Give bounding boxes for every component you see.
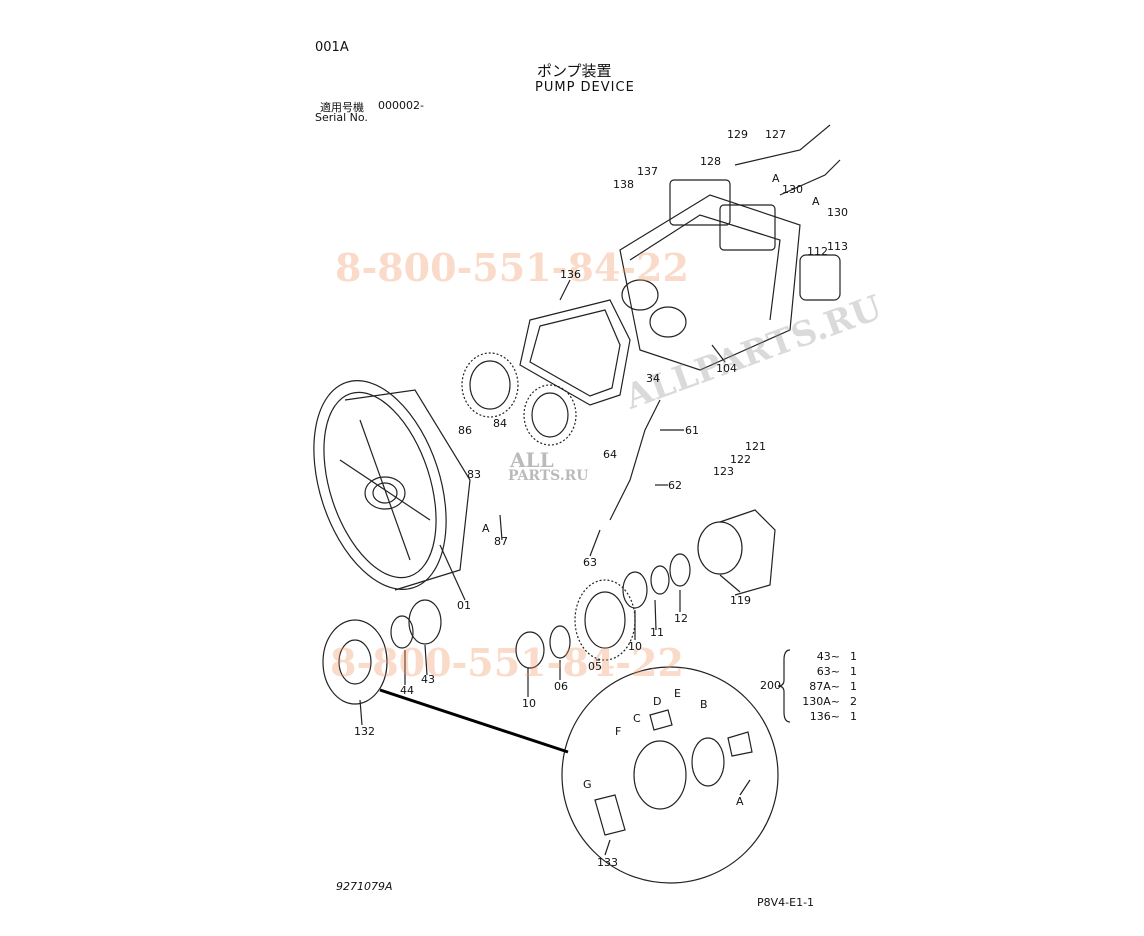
callout-138: 138 xyxy=(613,178,634,191)
callout-E: E xyxy=(674,687,681,700)
callout-C: C xyxy=(633,712,641,725)
drawing-number: 9271079A xyxy=(336,880,393,893)
callout-63: 63 xyxy=(583,556,597,569)
callout-A-1: A xyxy=(772,172,780,185)
callout-10-a: 10 xyxy=(522,697,536,710)
callout-61: 61 xyxy=(685,424,699,437)
gear-part-05 xyxy=(574,579,636,661)
kit-parent-number: 200 xyxy=(760,679,781,692)
callout-113: 113 xyxy=(827,240,848,253)
callout-06: 06 xyxy=(554,680,568,693)
callout-D: D xyxy=(653,695,662,708)
gear-part-84 xyxy=(461,352,577,446)
callout-136: 136 xyxy=(560,268,581,281)
regulator-part-128 xyxy=(669,124,841,251)
callout-B: B xyxy=(700,698,708,711)
callout-104: 104 xyxy=(716,362,737,375)
callout-62: 62 xyxy=(668,479,682,492)
callout-F: F xyxy=(615,725,622,738)
kit-item-part: 136~ xyxy=(809,710,840,723)
coupling-detail-parts xyxy=(594,709,753,836)
callout-A-3: A xyxy=(482,522,490,535)
kit-item-qty: 1 xyxy=(850,680,857,693)
kit-item-qty: 1 xyxy=(850,650,857,663)
snapring-part-11 xyxy=(650,565,670,595)
coupling-part-132 xyxy=(322,619,388,705)
callout-01: 01 xyxy=(457,599,471,612)
callout-127: 127 xyxy=(765,128,786,141)
callout-119: 119 xyxy=(730,594,751,607)
page-title-jp: ポンプ装置 xyxy=(537,62,612,80)
detail-link-line xyxy=(379,688,569,754)
callout-132: 132 xyxy=(354,725,375,738)
kit-item-part: 43~ xyxy=(816,650,840,663)
pipe-part-61 xyxy=(609,399,661,521)
callout-12: 12 xyxy=(674,612,688,625)
serial-from: 000002- xyxy=(378,99,424,112)
callout-137: 137 xyxy=(637,165,658,178)
housing-part-01 xyxy=(313,380,471,591)
snapring-part-44 xyxy=(390,615,414,649)
page-reference: P8V4-E1-1 xyxy=(757,896,815,909)
callout-112: 112 xyxy=(807,245,828,258)
detail-circle xyxy=(561,666,779,884)
callout-G: G xyxy=(583,778,592,791)
kit-item-part: 130A~ xyxy=(802,695,840,708)
kit-item-qty: 1 xyxy=(850,665,857,678)
callout-121: 121 xyxy=(745,440,766,453)
callout-11: 11 xyxy=(650,626,664,639)
callout-43: 43 xyxy=(421,673,435,686)
callout-10-b: 10 xyxy=(628,640,642,653)
serial-label: Serial No. xyxy=(315,111,368,124)
snapring-part-12 xyxy=(669,553,691,587)
bearing-part-10b xyxy=(622,571,648,609)
gasket-part-136 xyxy=(519,299,631,406)
gear-pump-part-119 xyxy=(697,509,776,596)
callout-84: 84 xyxy=(493,417,507,430)
callout-83: 83 xyxy=(467,468,481,481)
callout-130-2: 130 xyxy=(827,206,848,219)
callout-133: 133 xyxy=(597,856,618,869)
kit-item-qty: 2 xyxy=(850,695,857,708)
kit-item-part: 63~ xyxy=(816,665,840,678)
pump-body-part-104 xyxy=(619,194,841,371)
callout-123: 123 xyxy=(713,465,734,478)
kit-item-qty: 1 xyxy=(850,710,857,723)
callout-44: 44 xyxy=(400,684,414,697)
callout-122: 122 xyxy=(730,453,751,466)
bearing-part-10 xyxy=(515,631,545,669)
callout-05: 05 xyxy=(588,660,602,673)
callout-86: 86 xyxy=(458,424,472,437)
callout-A-2: A xyxy=(812,195,820,208)
callout-64: 64 xyxy=(603,448,617,461)
page-title-en: PUMP DEVICE xyxy=(535,80,635,95)
page-code: 001A xyxy=(315,40,349,55)
callout-128: 128 xyxy=(700,155,721,168)
callout-34: 34 xyxy=(646,372,660,385)
shaft-part-06 xyxy=(549,625,571,659)
bearing-part-43 xyxy=(408,599,442,645)
callout-130-1: 130 xyxy=(782,183,803,196)
applicable-label-jp: 適用号機 xyxy=(320,101,364,114)
callout-A-4: A xyxy=(736,795,744,808)
callout-129: 129 xyxy=(727,128,748,141)
callout-87: 87 xyxy=(494,535,508,548)
kit-item-part: 87A~ xyxy=(809,680,840,693)
